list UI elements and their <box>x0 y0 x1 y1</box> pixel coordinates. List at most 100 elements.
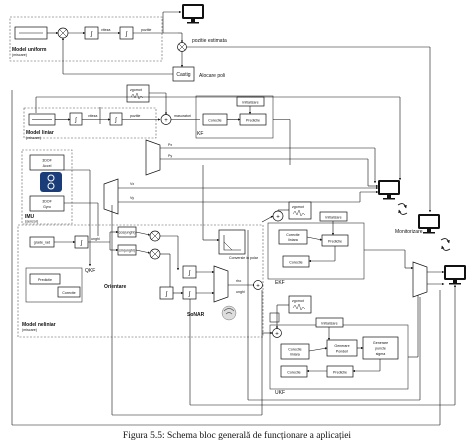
mux-polar <box>213 265 229 303</box>
py-label: Py <box>168 154 172 158</box>
link-arrows-icon-2 <box>440 238 451 251</box>
corectie-block-qkf <box>57 286 81 298</box>
pozitie-top-label: pozitie <box>141 28 151 32</box>
monitorizare-label: Monitorizare <box>395 229 423 235</box>
imu-frame <box>21 149 73 225</box>
alocare-poli-label: Alocare poli <box>199 73 225 79</box>
model-neliniar-sub: (miscare) <box>22 328 37 332</box>
initializare-kf-label: Initializare <box>242 101 258 105</box>
sensor-chip-icon <box>40 172 62 192</box>
ukf-label: UKF <box>275 390 285 396</box>
grade-rad-label: grade_rad <box>34 241 50 245</box>
gyro-block <box>29 195 65 212</box>
ekf-frame <box>267 222 365 280</box>
corectie-ukf-label: Corectie <box>287 371 300 375</box>
svg-text:∫: ∫ <box>90 31 93 38</box>
model-liniar-frame <box>23 107 157 139</box>
zgomot-ukf-label: zgomot <box>292 299 304 303</box>
zgomot-kf-label: zgomot <box>130 88 142 92</box>
vy-label: Vy <box>130 196 134 200</box>
gyro-label-2: Gyro <box>43 205 51 209</box>
corectie-liniara-ukf <box>280 343 310 360</box>
svg-text:+: + <box>276 215 280 221</box>
viteza-mid-label: viteza <box>88 114 97 118</box>
zgomot-ekf-label: zgomot <box>292 205 304 209</box>
corectie-ukf-l2: liniara <box>290 353 300 357</box>
sum-junction-ekf <box>253 280 263 290</box>
model-liniar-label: Model liniar <box>26 130 54 136</box>
initializare-block-ekf <box>319 211 348 222</box>
sonar-sensor-box <box>269 312 280 323</box>
ekf-label: EKF <box>275 280 285 286</box>
monitor-icon-top <box>182 4 204 24</box>
pozitie-estimata-label: pozitie estimata <box>192 38 227 44</box>
sonar-label: SoNAR <box>187 312 205 318</box>
initializare-ukf-label: Initializare <box>321 322 337 326</box>
svg-text:∫: ∫ <box>80 240 83 247</box>
model-uniform-sub: (miscare) <box>12 53 27 57</box>
svg-text:∫: ∫ <box>188 270 191 277</box>
initializare-ekf-label: Initializare <box>325 216 341 220</box>
zgomot-block-ukf <box>288 295 312 314</box>
accel-label: 3DOF <box>42 159 52 163</box>
model-neliniar-frame <box>17 224 264 338</box>
sigma-l1: Generare <box>373 341 388 345</box>
generare-ponderi-block <box>326 339 358 357</box>
predictie-block-qkf <box>29 273 61 285</box>
corectie-qkf-label: Corectie <box>62 291 75 295</box>
predictie-ekf-label: Predictie <box>328 240 342 244</box>
corectie-ekf-l2: liniara <box>288 238 298 242</box>
demux-kf <box>145 139 161 176</box>
figure-caption: Figura 5.5: Schema bloc generală de func… <box>123 430 352 441</box>
sigma-l3: sigma <box>376 352 386 356</box>
predictie-kf-label: Predictie <box>246 119 260 123</box>
sigma-l2: puncte <box>375 347 386 351</box>
px-label: Px <box>168 143 172 147</box>
pozitie-mid-label: pozitie <box>130 114 140 118</box>
accel-label-2: Accel <box>43 164 52 168</box>
svg-text:∫: ∫ <box>114 117 117 124</box>
model-uniform-label: Model uniform <box>12 47 47 53</box>
qkf-label: QKF <box>85 268 95 274</box>
predictie-ukf-label: Predictie <box>333 371 347 375</box>
sin-label: sin(unghi) <box>119 249 135 253</box>
svg-text:+: + <box>164 118 168 124</box>
initializare-block-ukf <box>315 317 344 328</box>
unghi-label: unghi <box>91 237 100 241</box>
orientare-label: Orientare <box>104 284 126 290</box>
imu-sub: (senzor) <box>25 220 38 224</box>
sonar-icon <box>221 305 237 321</box>
viteza-top-label: viteza <box>101 28 110 32</box>
predictie-qkf-label: Predictie <box>38 278 52 282</box>
conversie-polar-block <box>218 229 246 255</box>
svg-text:∫: ∫ <box>165 291 168 298</box>
qkf-frame <box>25 267 83 303</box>
corectie-ukf-l1: Corectie <box>288 348 301 352</box>
vx-label: Vx <box>130 182 134 186</box>
accel-block <box>29 154 65 171</box>
svg-text:∫: ∫ <box>74 117 77 124</box>
link-arrows-icon-1 <box>397 203 408 215</box>
cos-label: cos(unghi) <box>119 231 136 235</box>
demux-output <box>412 261 428 298</box>
zgomot-block-kf <box>126 84 150 103</box>
monitor-icon-kf <box>378 180 400 200</box>
svg-text:+: + <box>275 332 279 338</box>
ponderi-l2: Ponderi <box>336 350 349 354</box>
zgomot-block-ekf <box>288 201 312 220</box>
monitor-icon-filters <box>444 265 466 285</box>
corectie-ekf-label: Corectie <box>289 261 302 265</box>
theta-label: unghi <box>236 290 245 294</box>
svg-text:∫: ∫ <box>188 291 191 298</box>
model-neliniar-label: Model neliniar <box>22 322 56 328</box>
gyro-label: 3DOF <box>42 200 52 204</box>
kf-frame <box>195 95 274 139</box>
ponderi-l1: Generare <box>334 344 349 348</box>
kf-label: KF <box>197 131 203 137</box>
corectie-kf-label: Corectie <box>208 119 221 123</box>
svg-text:∫: ∫ <box>125 31 128 38</box>
model-liniar-sub: (miscare) <box>26 136 41 140</box>
conversie-polar-label: Conversie in polar <box>229 256 259 260</box>
mux-velocity <box>103 178 119 215</box>
